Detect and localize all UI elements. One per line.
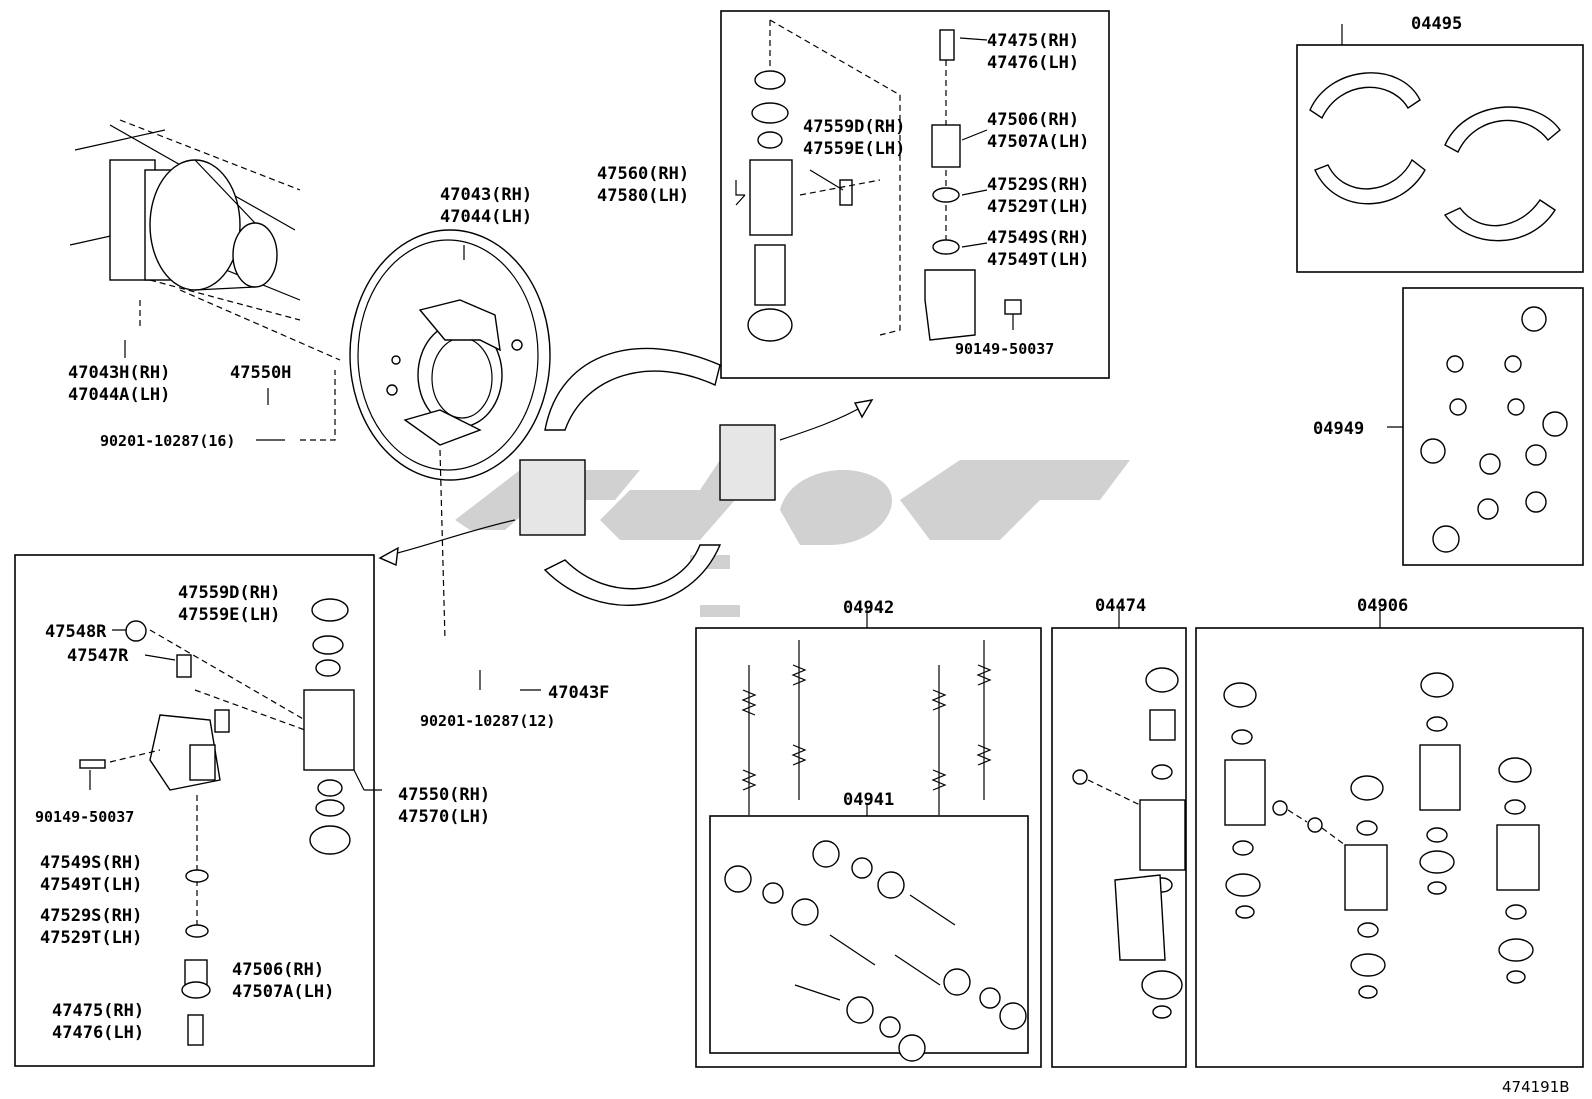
pin-kit-box: [709, 815, 1029, 1054]
arrow-to-lower-box: [389, 519, 516, 556]
pin-kit-icons: [724, 840, 1027, 1062]
top-box-parts: [735, 19, 1022, 342]
label-47529t-bottom: 47529T(LH): [40, 928, 142, 948]
label-47506-bottom: 47506(RH): [232, 960, 324, 980]
spring-kit-icons: [741, 640, 992, 815]
label-47043f: 47043F: [548, 683, 609, 703]
cup-kit-icons: [1420, 306, 1568, 553]
label-47560: 47560(RH): [597, 164, 689, 184]
cylinder-set-box: [1195, 627, 1584, 1068]
label-47507a-bottom: 47507A(LH): [232, 982, 334, 1002]
label-47549s-bottom: 47549S(RH): [40, 853, 142, 873]
backing-plate: [349, 229, 551, 641]
label-47570: 47570(LH): [398, 807, 490, 827]
cylinder-kit-icons: [1072, 667, 1186, 1019]
label-90201-12: 90201-10287(12): [420, 712, 555, 730]
label-47559d-top: 47559D(RH): [803, 117, 905, 137]
label-47549t: 47549T(LH): [987, 250, 1089, 270]
label-47044a: 47044A(LH): [68, 385, 170, 405]
label-04474: 04474: [1095, 596, 1146, 616]
label-47548r: 47548R: [45, 622, 107, 642]
label-04941: 04941: [843, 790, 894, 810]
arrow-head-left: [378, 546, 399, 567]
wheel-cylinder-detail-box-bottom: [14, 554, 375, 1067]
label-47550: 47550(RH): [398, 785, 490, 805]
callout-labels: 47475(RH) 47476(LH) 47506(RH) 47507A(LH)…: [35, 14, 1570, 1096]
label-47043: 47043(RH): [440, 185, 532, 205]
label-47506: 47506(RH): [987, 110, 1079, 130]
shoe-kit-icons: [1309, 72, 1561, 242]
axle-housing: [69, 119, 341, 361]
label-47507a: 47507A(LH): [987, 132, 1089, 152]
label-47550h: 47550H: [230, 363, 291, 383]
shoe-kit-box: [1296, 44, 1584, 273]
cylinder-set-icons: [1223, 672, 1540, 999]
arrow-head-right: [853, 399, 874, 419]
label-04906: 04906: [1357, 596, 1408, 616]
brake-shoes-center: [519, 347, 776, 606]
label-47580: 47580(LH): [597, 186, 689, 206]
label-90149-bottom: 90149-50037: [35, 808, 134, 826]
label-90201-16: 90201-10287(16): [100, 432, 235, 450]
label-47559e-bottom: 47559E(LH): [178, 605, 280, 625]
label-90149-top: 90149-50037: [955, 340, 1054, 358]
leader-lines: [124, 24, 1403, 816]
label-04942: 04942: [843, 598, 894, 618]
wheel-cylinder-detail-box-top: [720, 10, 1110, 379]
label-47043h: 47043H(RH): [68, 363, 170, 383]
bottom-box-parts: [79, 598, 382, 1046]
label-47476-bottom: 47476(LH): [52, 1023, 144, 1043]
label-47475-bottom: 47475(RH): [52, 1001, 144, 1021]
spring-kit-box: [695, 627, 1042, 1068]
label-47044: 47044(LH): [440, 207, 532, 227]
label-04495: 04495: [1411, 14, 1462, 34]
label-47547r: 47547R: [67, 646, 129, 666]
label-47559e-top: 47559E(LH): [803, 139, 905, 159]
reference-code: 474191B: [1502, 1078, 1570, 1096]
label-47475: 47475(RH): [987, 31, 1079, 51]
label-04949: 04949: [1313, 419, 1364, 439]
label-47476: 47476(LH): [987, 53, 1079, 73]
label-47529s-bottom: 47529S(RH): [40, 906, 142, 926]
label-47549t-bottom: 47549T(LH): [40, 875, 142, 895]
label-47549s: 47549S(RH): [987, 228, 1089, 248]
label-47529s: 47529S(RH): [987, 175, 1089, 195]
label-47559d-bottom: 47559D(RH): [178, 583, 280, 603]
label-47529t: 47529T(LH): [987, 197, 1089, 217]
arrow-to-upper-box: [779, 404, 866, 441]
